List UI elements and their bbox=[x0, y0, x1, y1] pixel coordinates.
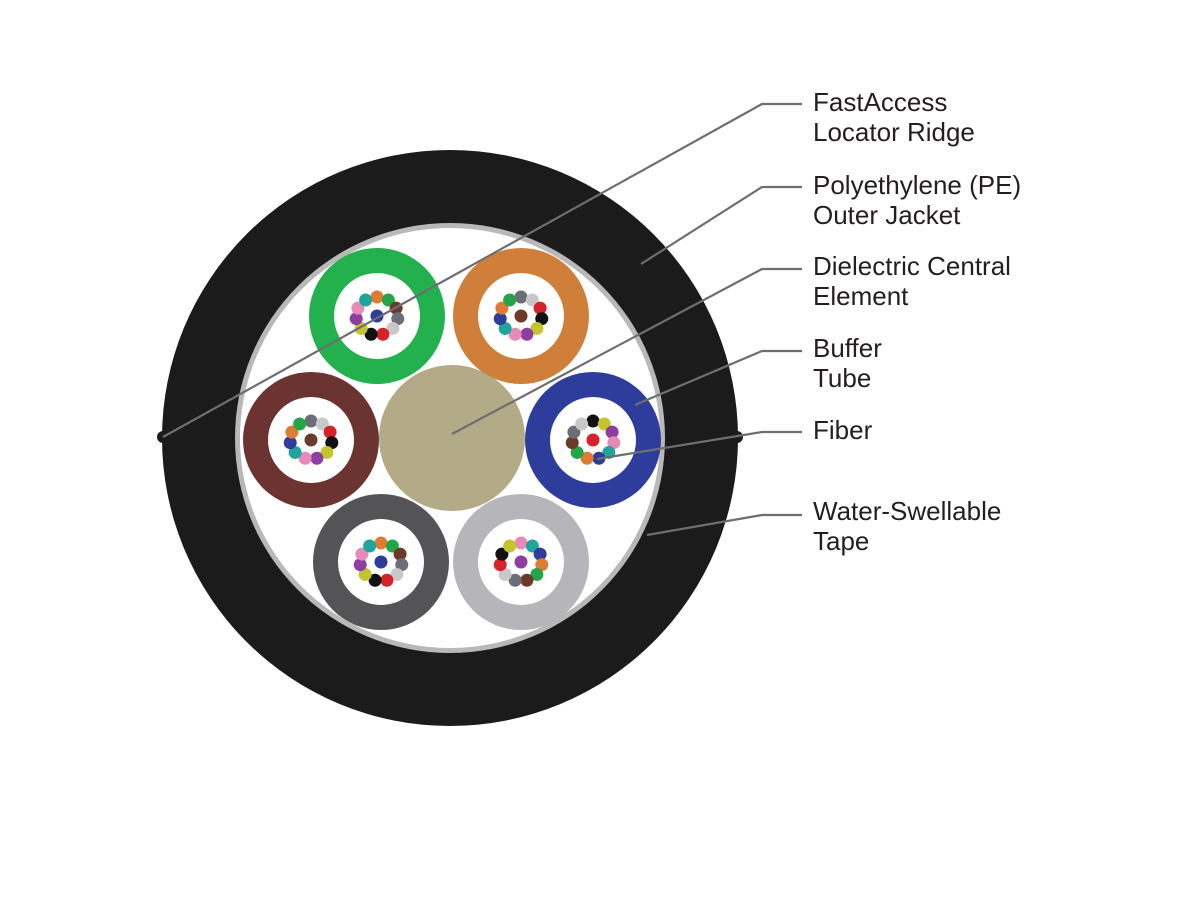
optical-fiber bbox=[374, 536, 388, 550]
optical-fiber bbox=[535, 312, 549, 326]
label-water-tape: Water-Swellable Tape bbox=[813, 496, 1001, 556]
optical-fiber bbox=[508, 327, 522, 341]
optical-fiber bbox=[493, 558, 507, 572]
optical-fiber bbox=[520, 327, 534, 341]
label-water-tape-line-2: Tape bbox=[813, 526, 870, 556]
optical-fiber bbox=[395, 558, 409, 572]
optical-fiber bbox=[530, 567, 544, 581]
optical-fiber bbox=[520, 573, 534, 587]
label-fiber: Fiber bbox=[813, 415, 872, 445]
label-buffer-tube: Buffer Tube bbox=[813, 333, 882, 393]
leader-fiber bbox=[596, 430, 802, 461]
optical-fiber bbox=[358, 567, 372, 581]
optical-fiber bbox=[586, 414, 600, 428]
buffer-tube-blue bbox=[525, 372, 661, 508]
optical-fiber bbox=[503, 293, 517, 307]
optical-fiber bbox=[320, 445, 334, 459]
optical-fiber bbox=[508, 573, 522, 587]
optical-fiber bbox=[570, 445, 584, 459]
leader-buffer-tube bbox=[634, 349, 802, 407]
optical-fiber bbox=[283, 436, 297, 450]
optical-fiber bbox=[493, 312, 507, 326]
label-locator-ridge-line-2: Locator Ridge bbox=[813, 117, 975, 147]
optical-fiber bbox=[315, 417, 329, 431]
optical-fiber bbox=[498, 321, 512, 335]
optical-fiber bbox=[393, 547, 407, 561]
label-outer-jacket-line-1: Polyethylene (PE) bbox=[813, 170, 1022, 200]
optical-fiber bbox=[597, 417, 611, 431]
optical-fiber bbox=[353, 558, 367, 572]
optical-fiber bbox=[580, 451, 594, 465]
optical-fiber bbox=[310, 451, 324, 465]
optical-fiber bbox=[304, 414, 318, 428]
optical-fiber bbox=[386, 321, 400, 335]
optical-fiber bbox=[607, 436, 621, 450]
optical-fiber bbox=[374, 555, 388, 569]
leader-outer-jacket bbox=[640, 185, 802, 265]
optical-fiber bbox=[525, 293, 539, 307]
dielectric-central-element bbox=[379, 365, 525, 511]
optical-fiber bbox=[391, 312, 405, 326]
optical-fiber bbox=[359, 293, 373, 307]
optical-fiber bbox=[349, 312, 363, 326]
label-outer-jacket-line-2: Outer Jacket bbox=[813, 200, 961, 230]
optical-fiber bbox=[325, 436, 339, 450]
optical-fiber bbox=[370, 290, 384, 304]
label-outer-jacket: Polyethylene (PE) Outer Jacket bbox=[813, 170, 1021, 230]
optical-fiber bbox=[363, 539, 377, 553]
label-buffer-tube-line-2: Tube bbox=[813, 363, 872, 393]
leader-water-tape bbox=[646, 513, 802, 537]
buffer-tube-white bbox=[453, 494, 589, 630]
optical-fiber bbox=[385, 539, 399, 553]
optical-fiber bbox=[503, 539, 517, 553]
optical-fiber bbox=[533, 301, 547, 315]
optical-fiber bbox=[380, 573, 394, 587]
label-fiber-line-1: Fiber bbox=[813, 415, 873, 445]
optical-fiber bbox=[565, 436, 579, 450]
label-central-element-line-2: Element bbox=[813, 281, 909, 311]
leader-central-element bbox=[451, 267, 802, 435]
label-buffer-tube-line-1: Buffer bbox=[813, 333, 882, 363]
buffer-tube-slate bbox=[313, 494, 449, 630]
buffer-tube-brown bbox=[243, 372, 379, 508]
buffer-tube-green bbox=[309, 248, 445, 384]
optical-fiber bbox=[514, 290, 528, 304]
optical-fiber bbox=[533, 547, 547, 561]
optical-fiber bbox=[498, 567, 512, 581]
leader-locator-ridge bbox=[162, 102, 802, 438]
optical-fiber bbox=[530, 321, 544, 335]
optical-fiber bbox=[355, 547, 369, 561]
optical-fiber bbox=[514, 309, 528, 323]
optical-fiber bbox=[605, 425, 619, 439]
optical-fiber bbox=[575, 417, 589, 431]
label-central-element-line-1: Dielectric Central bbox=[813, 251, 1011, 281]
optical-fiber bbox=[285, 425, 299, 439]
optical-fiber bbox=[304, 433, 318, 447]
optical-fiber bbox=[381, 293, 395, 307]
optical-fiber bbox=[495, 547, 509, 561]
optical-fiber bbox=[364, 327, 378, 341]
optical-fiber bbox=[514, 536, 528, 550]
optical-fiber bbox=[495, 301, 509, 315]
buffer-tube-orange bbox=[453, 248, 589, 384]
label-locator-ridge-line-1: FastAccess bbox=[813, 87, 948, 117]
optical-fiber bbox=[368, 573, 382, 587]
optical-fiber bbox=[535, 558, 549, 572]
optical-fiber bbox=[514, 555, 528, 569]
optical-fiber bbox=[376, 327, 390, 341]
label-water-tape-line-1: Water-Swellable bbox=[813, 496, 1002, 526]
optical-fiber bbox=[525, 539, 539, 553]
optical-fiber bbox=[323, 425, 337, 439]
label-central-element: Dielectric Central Element bbox=[813, 251, 1011, 311]
optical-fiber bbox=[288, 445, 302, 459]
optical-fiber bbox=[293, 417, 307, 431]
optical-fiber bbox=[351, 301, 365, 315]
optical-fiber bbox=[567, 425, 581, 439]
optical-fiber bbox=[586, 433, 600, 447]
label-locator-ridge: FastAccess Locator Ridge bbox=[813, 87, 975, 147]
optical-fiber bbox=[298, 451, 312, 465]
optical-fiber bbox=[390, 567, 404, 581]
